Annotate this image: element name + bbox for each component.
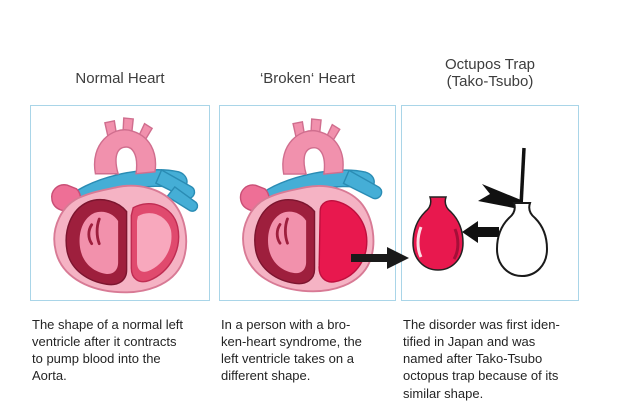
caption-broken-heart: In a person with a bro- ken-heart syndro…	[221, 317, 362, 384]
panel-title-broken-heart: ‘Broken‘ Heart	[259, 70, 356, 87]
panel-title-octopus-trap: Octupos Trap (Tako-Tsubo)	[444, 56, 536, 91]
normal-heart-illustration	[51, 117, 199, 294]
caption-octopus-trap: The disorder was first iden- tified in J…	[403, 317, 560, 401]
panel-title-normal-heart: Normal Heart	[75, 70, 165, 87]
normal-heart-panel	[30, 105, 210, 301]
trap-rope-line	[519, 147, 526, 207]
arrow-left-icon	[462, 221, 499, 243]
arrow-right-icon	[351, 247, 409, 269]
broken-heart-panel	[219, 105, 396, 301]
octopus-trap-illustration	[412, 147, 549, 278]
trap-ribbon	[478, 184, 521, 209]
octopus-trap-panel	[401, 105, 579, 301]
caption-normal-heart: The shape of a normal left ventricle aft…	[32, 317, 184, 384]
